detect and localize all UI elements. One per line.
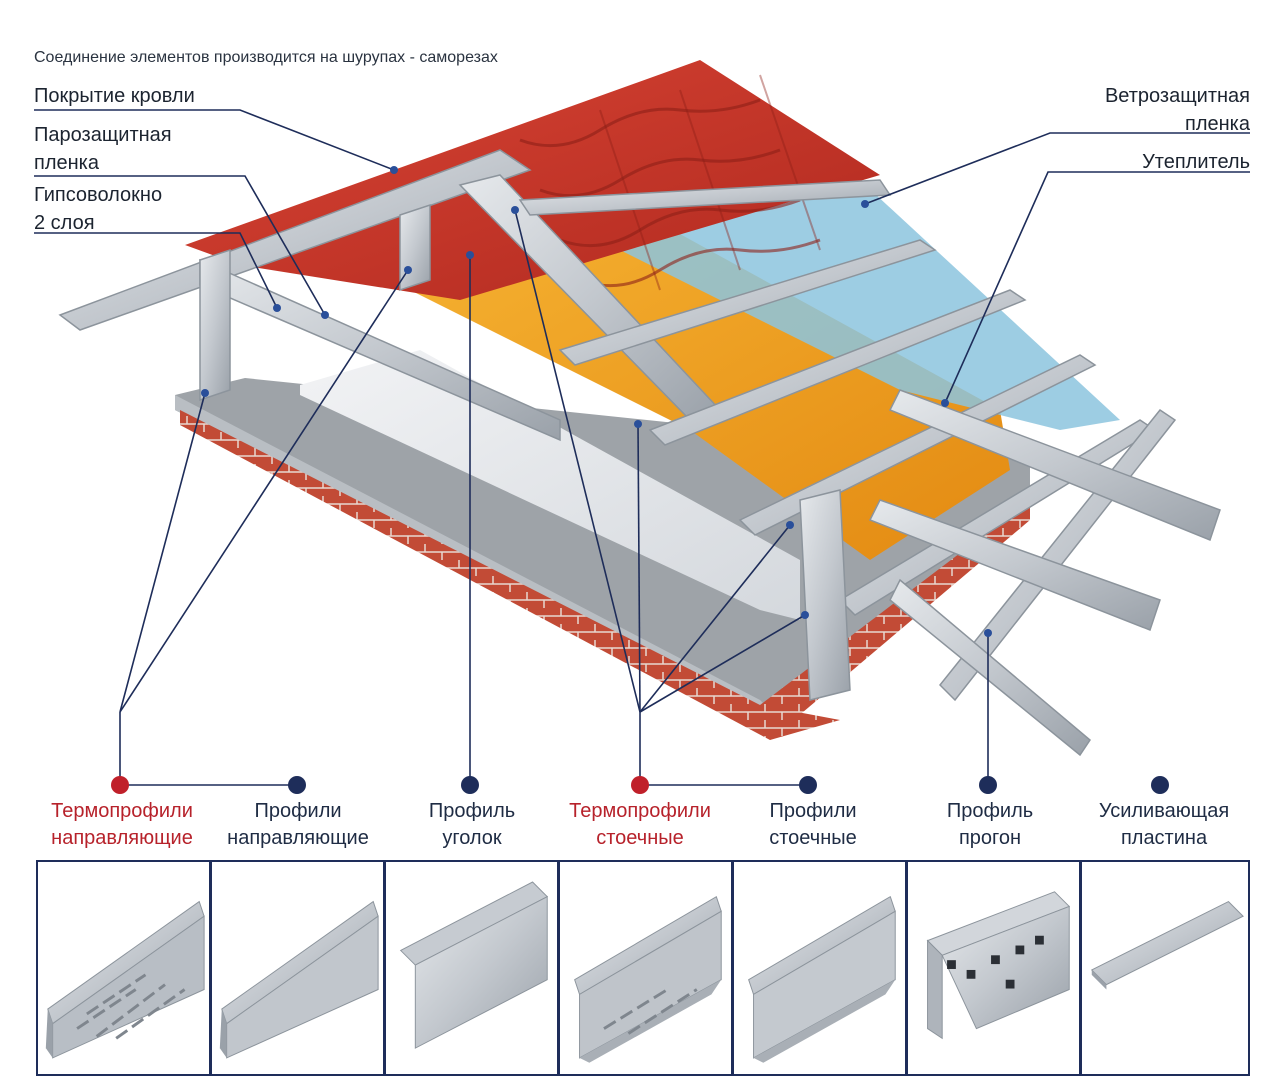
callout-vapor-barrier-line2: пленка [34,152,99,174]
callout-windproof-line1: Ветрозащитная [1104,85,1250,107]
profile-panels [36,860,1250,1078]
panel-thermo-stud-profile [558,860,733,1076]
thermo-stud-profile-image [574,895,722,1063]
legend-label-line1: Термопрофили [569,800,711,822]
legend-guide-profiles: Профили направляющие [208,798,388,852]
leader-lines [34,109,1250,786]
callout-vapor-barrier-line1: Парозащитная [34,124,172,146]
legend-label-line1: Профиль [946,800,1034,822]
legend-label-line2: направляющие [227,827,369,849]
legend-label-line2: уголок [442,827,502,849]
steel-frame [58,149,1221,757]
legend-dot-5 [799,776,817,794]
panel-reinforcing-plate [1080,860,1250,1076]
legend-label-line1: Профиль [428,800,516,822]
legend-label-line2: пластина [1120,827,1208,849]
callout-insulation: Утеплитель [1142,151,1250,173]
legend-label-line1: Усиливающая [1098,800,1230,822]
panel-angle-profile [384,860,559,1076]
header-note: Соединение элементов производится на шур… [34,49,498,66]
legend-label-line2: стоечные [769,827,857,849]
panel-purlin-profile [906,860,1081,1076]
legend-dot-4 [631,776,649,794]
legend-label-line1: Термопрофили [51,800,193,822]
roof-covering [185,60,880,300]
legend-angle-profile: Профиль уголок [382,798,562,852]
legend-label-line1: Профили [769,800,857,822]
guide-profile-image [219,900,379,1059]
legend-label-line1: Профили [254,800,342,822]
callout-gypsum-fiber-line2: 2 слоя [34,212,95,234]
panel-stud-profile [732,860,907,1076]
windproof-membrane [500,180,1120,430]
anchor-points [201,166,992,637]
legend-thermo-stud-profiles: Термопрофили стоечные [550,798,730,852]
legend-dot-7 [1151,776,1169,794]
panel-thermo-guide-profile [36,860,211,1076]
thermo-guide-profile-image [45,900,205,1059]
purlin-profile-image [926,891,1071,1040]
legend-dot-2 [288,776,306,794]
legend-markers [111,776,1169,794]
legend-label-line2: прогон [958,827,1022,849]
legend-reinforcing-plate: Усиливающая пластина [1074,798,1254,852]
callout-gypsum-fiber-line1: Гипсоволокно [34,184,163,206]
callout-roof-covering: Покрытие кровли [34,85,195,107]
panel-guide-profile [210,860,385,1076]
legend-label-line2: направляющие [51,827,193,849]
gable-wall [300,350,800,620]
legend-purlin-profile: Профиль прогон [900,798,1080,852]
legend-thermo-guide-profiles: Термопрофили направляющие [32,798,212,852]
legend-label-line2: стоечные [596,827,684,849]
legend-stud-profiles: Профили стоечные [723,798,903,852]
legend-dot-6 [979,776,997,794]
stud-profile-image [748,895,896,1063]
angle-profile-image [399,881,549,1049]
legend-dot-1 [111,776,129,794]
callout-windproof-line2: пленка [1185,113,1250,135]
legend-dot-3 [461,776,479,794]
reinforcing-plate-image [1090,901,1244,990]
